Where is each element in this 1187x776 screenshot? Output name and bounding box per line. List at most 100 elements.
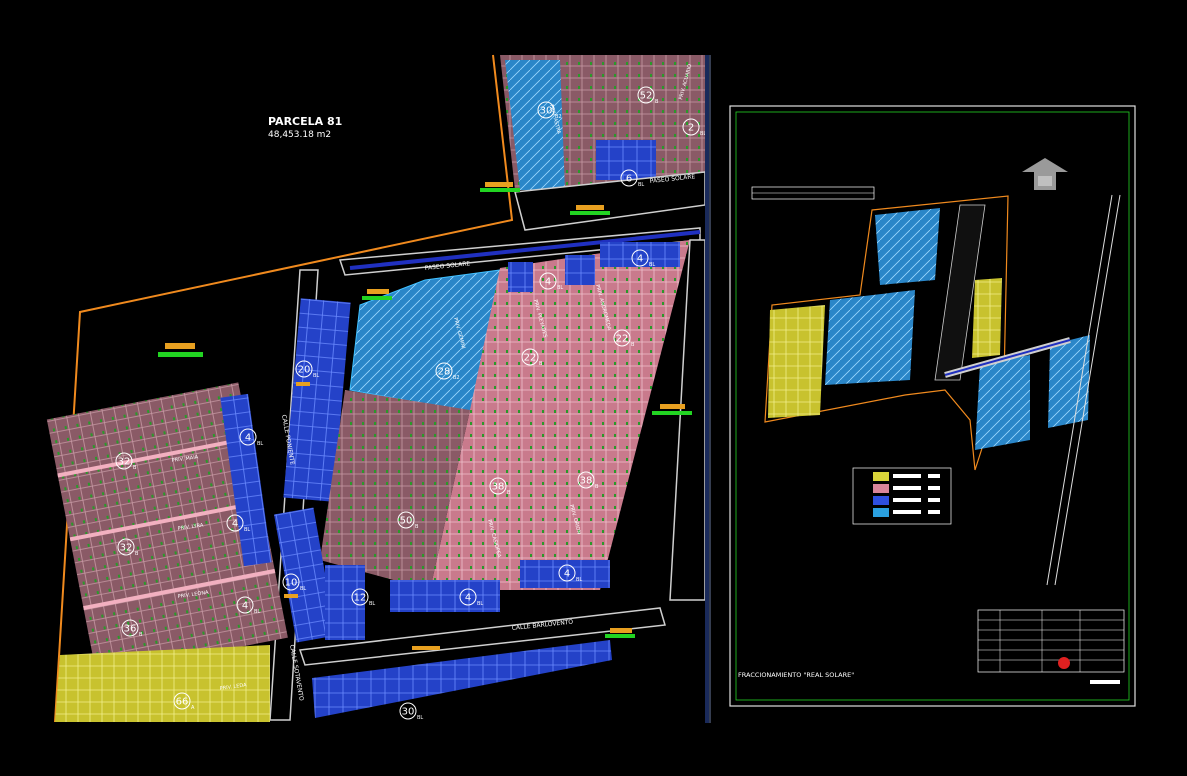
lot-badge-circle [397, 511, 415, 529]
paseo-median [349, 230, 701, 270]
priv-label-lyra: PRIV. LYRA [177, 522, 204, 532]
lot-badge-circle [489, 477, 507, 495]
overview-highway-b [1046, 194, 1113, 586]
seal-icon [1058, 657, 1070, 669]
lot-tags [158, 182, 692, 650]
block-north-blue [596, 140, 656, 180]
lot-badge-circle [236, 596, 254, 614]
lot-badge-number: 30 [540, 106, 553, 117]
lot-badge: 4BL [558, 564, 582, 583]
blue-lot-g [325, 565, 365, 640]
lot-badge-circle [682, 118, 700, 136]
lot-badge-number: 2 [688, 123, 694, 134]
lot-badge-circle [620, 169, 638, 187]
overview-avenue [934, 204, 986, 381]
lot-badge: 2BL [682, 118, 706, 137]
lot-badge-type: B [507, 490, 511, 496]
sheet-inner-frame [735, 111, 1130, 701]
lot-badge: 4BL [459, 588, 483, 607]
parcel-area: 48,453.18 m2 [268, 130, 331, 140]
lot-badge: 4BL [539, 272, 563, 291]
lot-badge-circle [351, 588, 369, 606]
lot-badge: 66A [173, 692, 195, 711]
lot-badge: 52B [637, 86, 659, 105]
lot-badge-circle [295, 360, 313, 378]
lot-badge-circle [117, 538, 135, 556]
blue-lot-a [508, 262, 533, 292]
lot-badge-type: B [133, 465, 137, 471]
lot-badge-type: BL [313, 373, 319, 379]
lot-badge-circle [577, 471, 595, 489]
pane-divider[interactable] [705, 55, 709, 723]
blue-strip-west [220, 393, 272, 567]
lot-badge-number: 4 [637, 254, 643, 265]
lot-badge-type: BL [257, 441, 263, 447]
lot-badge-type: BL [700, 131, 706, 137]
lot-badge: 4BL [226, 514, 250, 533]
overview-cyan-a [875, 208, 940, 285]
blue-lot-f [274, 507, 336, 643]
lot-badge: 22B [521, 348, 543, 367]
lot-badge-number: 4 [545, 277, 551, 288]
lot-badge-number: 12 [354, 593, 367, 604]
sheet-outer-frame [729, 105, 1136, 707]
lot-badge-number: 4 [564, 569, 570, 580]
lot-badge-type: BL [576, 577, 582, 583]
lot-badge-number: 4 [245, 433, 251, 444]
legend-table [852, 467, 952, 525]
lot-badge-circle [282, 573, 300, 591]
lot-badge-type: BL [649, 262, 655, 268]
lot-badge-circle [558, 564, 576, 582]
lot-badge: 32B [117, 538, 139, 557]
lot-badge-type: B [139, 632, 143, 638]
sheet-number-bar [1090, 680, 1120, 684]
parcel-title: PARCELA 81 [268, 115, 342, 128]
lot-badge-number: 20 [298, 365, 311, 376]
lot-badge: 4BL [631, 249, 655, 268]
lot-badge-number: 50 [400, 516, 413, 527]
overview-boundary [764, 195, 1009, 471]
blue-row-south [312, 640, 612, 718]
lot-badge-circle [226, 514, 244, 532]
lot-badge: 50B [397, 511, 419, 530]
lot-badge-circle [521, 348, 539, 366]
lot-badge-type: BL [557, 285, 563, 291]
lot-badge-type: B2 [453, 375, 460, 381]
lot-badge-type: B2 [555, 114, 562, 120]
lot-badge: 36B [121, 619, 143, 638]
overview-cyan-b [825, 290, 915, 385]
priv-label-leona: PRIV. LEONA [177, 590, 209, 600]
lot-badge-number: 4 [242, 601, 248, 612]
lot-badge-type: B [595, 484, 599, 490]
lot-badge-circle [115, 452, 133, 470]
lot-badge-type: BL [244, 527, 250, 533]
lot-badge-type: BL [477, 601, 483, 607]
lot-badge-circle [399, 702, 417, 720]
lot-badge-circle [613, 329, 631, 347]
sheet-title: FRACCIONAMIENTO "REAL SOLARE" [738, 671, 854, 679]
lot-badge: 4BL [236, 596, 260, 615]
overview-cyan-c [975, 355, 1030, 450]
blue-lot-d [520, 560, 610, 588]
street-label-paseo: PASEO SOLARE [424, 260, 470, 272]
block-yellow [55, 645, 270, 722]
lot-badge-type: BL [417, 715, 423, 721]
lot-badge-number: 36 [124, 624, 137, 635]
lot-badge-type: B [415, 524, 419, 530]
lot-badge-type: B [539, 361, 543, 367]
blue-lot-c [600, 242, 680, 267]
block-west [46, 382, 288, 675]
lot-badge-circle [539, 272, 557, 290]
lot-badge-circle [435, 362, 453, 380]
block-pink-center [430, 240, 690, 590]
lot-badge-type: BL [300, 586, 306, 592]
lot-badge-number: 30 [402, 707, 415, 718]
